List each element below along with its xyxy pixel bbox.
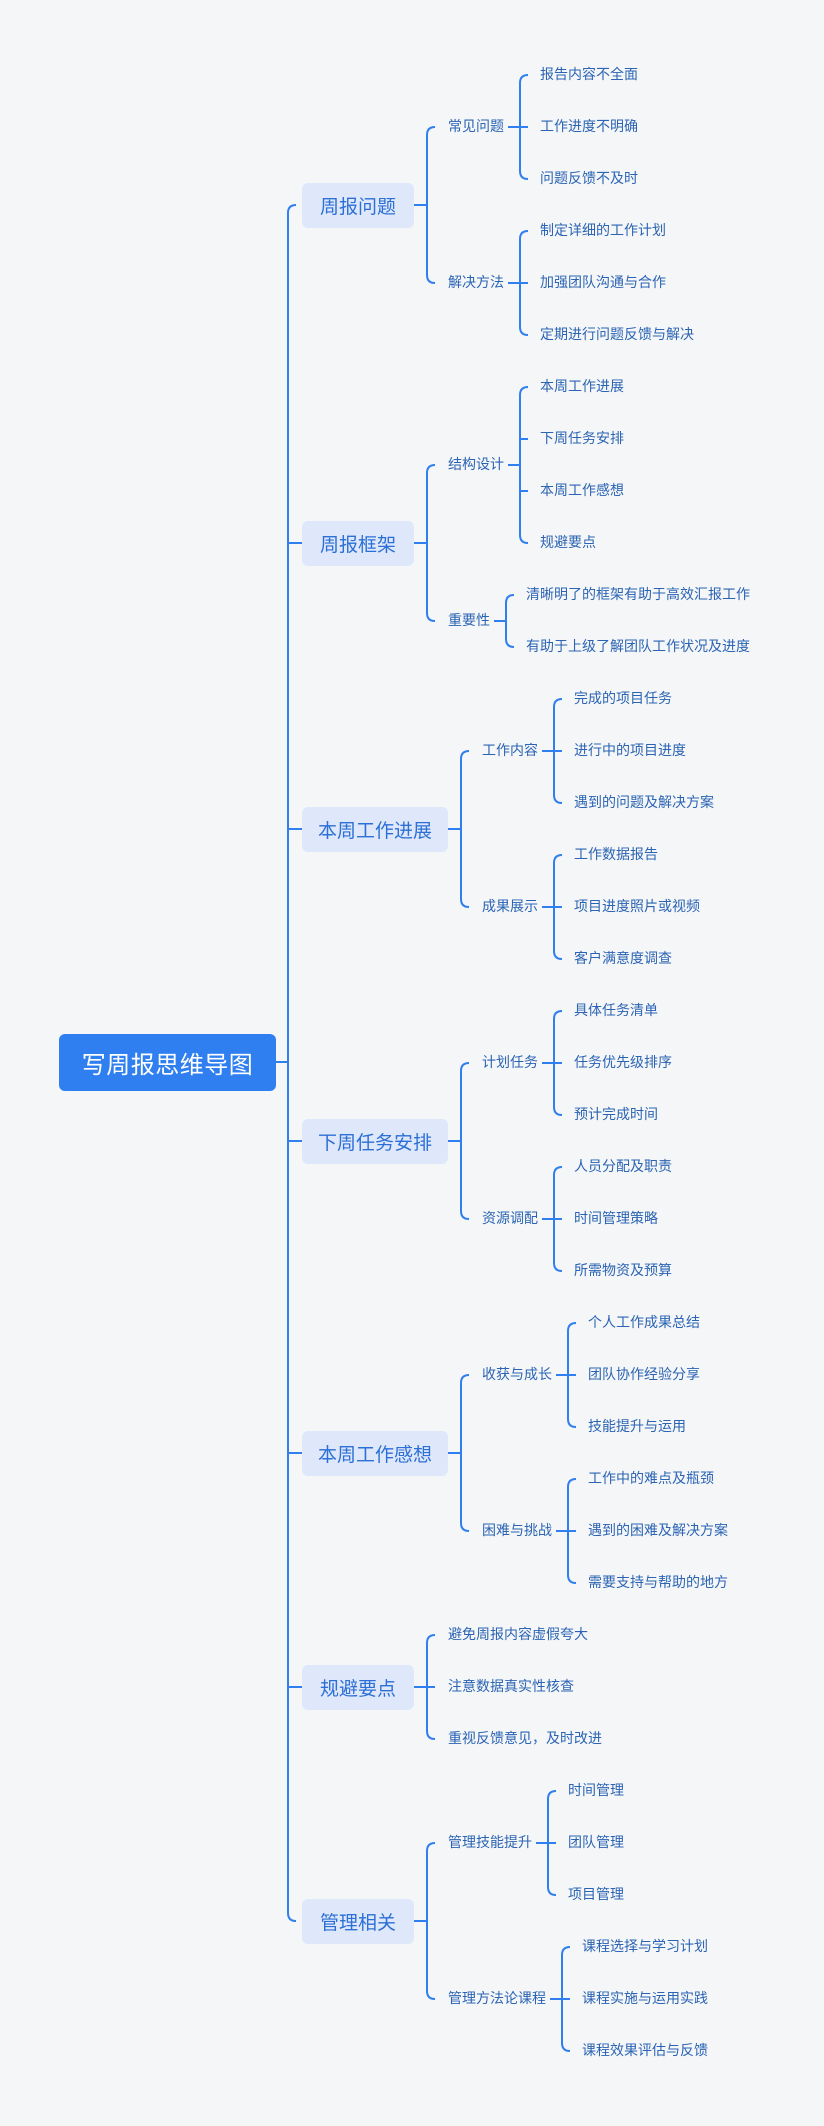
sub-node[interactable]: 管理方法论课程 bbox=[448, 1991, 546, 2007]
branch-node[interactable]: 周报问题 bbox=[302, 183, 414, 228]
leaf-node[interactable]: 遇到的困难及解决方案 bbox=[588, 1523, 728, 1539]
leaf-node[interactable]: 规避要点 bbox=[540, 535, 596, 551]
leaf-node[interactable]: 课程选择与学习计划 bbox=[582, 1939, 708, 1955]
leaf-node[interactable]: 任务优先级排序 bbox=[574, 1055, 672, 1071]
leaf-node[interactable]: 时间管理策略 bbox=[574, 1211, 658, 1227]
branch-node[interactable]: 下周任务安排 bbox=[302, 1119, 448, 1164]
branch-node[interactable]: 本周工作感想 bbox=[302, 1431, 448, 1476]
leaf-node[interactable]: 客户满意度调查 bbox=[574, 951, 672, 967]
leaf-node[interactable]: 团队管理 bbox=[568, 1835, 624, 1851]
connector-bracket bbox=[519, 386, 529, 544]
leaf-node[interactable]: 预计完成时间 bbox=[574, 1107, 658, 1123]
sub-node[interactable]: 管理技能提升 bbox=[448, 1835, 532, 1851]
leaf-node[interactable]: 技能提升与运用 bbox=[588, 1419, 686, 1435]
connector-bracket bbox=[460, 750, 470, 908]
leaf-node[interactable]: 项目进度照片或视频 bbox=[574, 899, 700, 915]
leaf-node[interactable]: 工作进度不明确 bbox=[540, 119, 638, 135]
leaf-node[interactable]: 个人工作成果总结 bbox=[588, 1315, 700, 1331]
leaf-node[interactable]: 问题反馈不及时 bbox=[540, 171, 638, 187]
leaf-node[interactable]: 完成的项目任务 bbox=[574, 691, 672, 707]
leaf-node[interactable]: 时间管理 bbox=[568, 1783, 624, 1799]
sub-node[interactable]: 重要性 bbox=[448, 613, 490, 629]
leaf-node[interactable]: 有助于上级了解团队工作状况及进度 bbox=[526, 639, 750, 655]
leaf-node[interactable]: 定期进行问题反馈与解决 bbox=[540, 327, 694, 343]
branch-node[interactable]: 周报框架 bbox=[302, 521, 414, 566]
leaf-node[interactable]: 制定详细的工作计划 bbox=[540, 223, 666, 239]
sub-node[interactable]: 结构设计 bbox=[448, 457, 504, 473]
sub-node[interactable]: 重视反馈意见，及时改进 bbox=[448, 1731, 602, 1747]
leaf-node[interactable]: 课程实施与运用实践 bbox=[582, 1991, 708, 2007]
sub-node[interactable]: 工作内容 bbox=[482, 743, 538, 759]
sub-node[interactable]: 资源调配 bbox=[482, 1211, 538, 1227]
leaf-node[interactable]: 报告内容不全面 bbox=[540, 67, 638, 83]
sub-node[interactable]: 成果展示 bbox=[482, 899, 538, 915]
connector-bracket bbox=[426, 1842, 436, 2000]
leaf-node[interactable]: 需要支持与帮助的地方 bbox=[588, 1575, 728, 1591]
leaf-node[interactable]: 本周工作感想 bbox=[540, 483, 624, 499]
leaf-node[interactable]: 清晰明了的框架有助于高效汇报工作 bbox=[526, 587, 750, 603]
leaf-node[interactable]: 工作数据报告 bbox=[574, 847, 658, 863]
leaf-node[interactable]: 人员分配及职责 bbox=[574, 1159, 672, 1175]
sub-node[interactable]: 收获与成长 bbox=[482, 1367, 552, 1383]
connector-bracket bbox=[426, 464, 436, 622]
connector-bracket bbox=[505, 594, 515, 648]
sub-node[interactable]: 避免周报内容虚假夸大 bbox=[448, 1627, 588, 1643]
connector-bracket bbox=[460, 1374, 470, 1532]
connector-bracket bbox=[287, 204, 297, 1922]
leaf-node[interactable]: 工作中的难点及瓶颈 bbox=[588, 1471, 714, 1487]
leaf-node[interactable]: 课程效果评估与反馈 bbox=[582, 2043, 708, 2059]
leaf-node[interactable]: 遇到的问题及解决方案 bbox=[574, 795, 714, 811]
connector-bracket bbox=[460, 1062, 470, 1220]
branch-node[interactable]: 本周工作进展 bbox=[302, 807, 448, 852]
leaf-node[interactable]: 进行中的项目进度 bbox=[574, 743, 686, 759]
sub-node[interactable]: 计划任务 bbox=[482, 1055, 538, 1071]
leaf-node[interactable]: 下周任务安排 bbox=[540, 431, 624, 447]
sub-node[interactable]: 解决方法 bbox=[448, 275, 504, 291]
leaf-node[interactable]: 所需物资及预算 bbox=[574, 1263, 672, 1279]
leaf-node[interactable]: 项目管理 bbox=[568, 1887, 624, 1903]
leaf-node[interactable]: 本周工作进展 bbox=[540, 379, 624, 395]
leaf-node[interactable]: 具体任务清单 bbox=[574, 1003, 658, 1019]
branch-node[interactable]: 规避要点 bbox=[302, 1665, 414, 1710]
branch-node[interactable]: 管理相关 bbox=[302, 1899, 414, 1944]
connector-bracket bbox=[426, 126, 436, 284]
sub-node[interactable]: 常见问题 bbox=[448, 119, 504, 135]
sub-node[interactable]: 困难与挑战 bbox=[482, 1523, 552, 1539]
sub-node[interactable]: 注意数据真实性核查 bbox=[448, 1679, 574, 1695]
root-node[interactable]: 写周报思维导图 bbox=[59, 1034, 276, 1091]
leaf-node[interactable]: 团队协作经验分享 bbox=[588, 1367, 700, 1383]
leaf-node[interactable]: 加强团队沟通与合作 bbox=[540, 275, 666, 291]
